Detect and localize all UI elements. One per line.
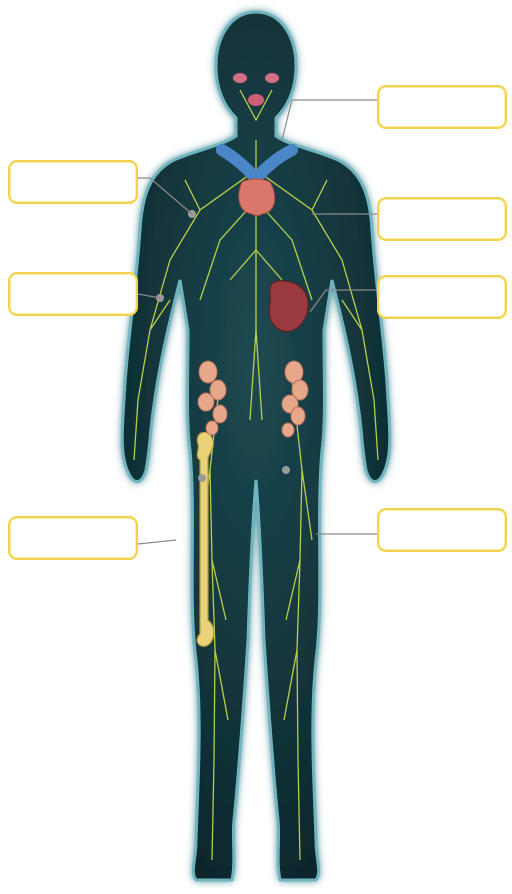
tonsil-shape xyxy=(248,94,264,106)
label-box[interactable] xyxy=(377,508,507,552)
adenoid-shape xyxy=(233,73,247,83)
label-box[interactable] xyxy=(377,275,507,319)
label-box[interactable] xyxy=(8,272,138,316)
label-box[interactable] xyxy=(377,197,507,241)
label-box[interactable] xyxy=(377,85,507,129)
adenoid-shape xyxy=(265,73,279,83)
label-box[interactable] xyxy=(8,516,138,560)
label-box[interactable] xyxy=(8,160,138,204)
thymus-shape xyxy=(239,179,275,216)
